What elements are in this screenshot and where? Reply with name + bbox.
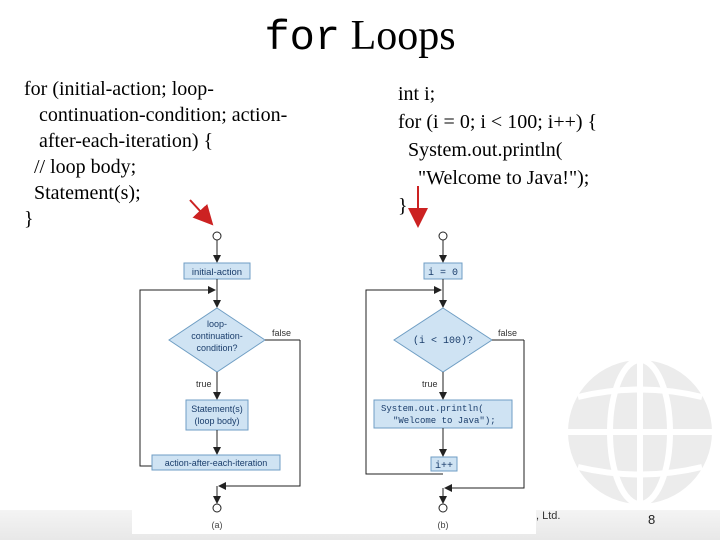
pointer-arrow-a <box>189 199 214 226</box>
start-node <box>212 231 222 241</box>
code-line: for (initial-action; loop- <box>24 78 214 100</box>
example-for-code: int i; for (i = 0; i < 100; i++) { Syste… <box>398 80 718 220</box>
loop-body-box <box>185 399 249 431</box>
initial-action-label: initial-action <box>192 267 242 278</box>
body-line: (loop body) <box>194 416 239 426</box>
caption-a: (a) <box>212 520 223 530</box>
code-line: System.out.println( <box>398 139 563 161</box>
start-node <box>438 231 448 241</box>
increment-box <box>430 456 458 472</box>
code-line: int i; <box>398 83 436 105</box>
code-line: after-each-iteration) { <box>24 130 214 152</box>
generic-for-syntax: for (initial-action; loop- continuation-… <box>24 76 364 232</box>
condition-line: condition? <box>196 343 237 353</box>
code-line: "Welcome to Java!"); <box>398 167 590 189</box>
title-rest: Loops <box>350 13 456 59</box>
code-line: // loop body; <box>24 156 137 178</box>
code-line: } <box>398 195 408 217</box>
end-node <box>438 503 448 513</box>
caption-b: (b) <box>438 520 449 530</box>
init-label: i = 0 <box>428 267 458 279</box>
body-line: "Welcome to Java"); <box>393 416 496 426</box>
flowchart-b: i = 0 (i < 100)? false true System.out.p… <box>365 231 525 530</box>
after-iteration-box <box>151 454 281 471</box>
after-iteration-label: action-after-each-iteration <box>165 458 268 468</box>
increment-label: i++ <box>435 460 453 472</box>
condition-line: loop- <box>207 319 227 329</box>
code-line: for (i = 0; i < 100; i++) { <box>398 111 598 133</box>
condition-label: (i < 100)? <box>413 335 473 347</box>
false-label: false <box>498 328 517 338</box>
true-label: true <box>196 379 212 389</box>
false-label: false <box>272 328 291 338</box>
slide-title: for Loops <box>0 12 720 62</box>
true-label: true <box>422 379 438 389</box>
globe-watermark-icon <box>568 357 712 507</box>
code-line: continuation-condition; action- <box>24 104 288 126</box>
code-line: } <box>24 208 34 230</box>
body-line: System.out.println( <box>381 404 484 414</box>
condition-line: continuation- <box>191 331 243 341</box>
footer-copyright: , Ltd. <box>536 510 561 522</box>
body-box <box>373 399 513 429</box>
body-line: Statement(s) <box>191 404 243 414</box>
flowchart-a: initial-action loop- continuation- condi… <box>139 231 301 530</box>
page-number: 8 <box>648 512 656 527</box>
end-node <box>212 503 222 513</box>
title-keyword: for <box>264 14 341 62</box>
code-line: Statement(s); <box>24 182 141 204</box>
